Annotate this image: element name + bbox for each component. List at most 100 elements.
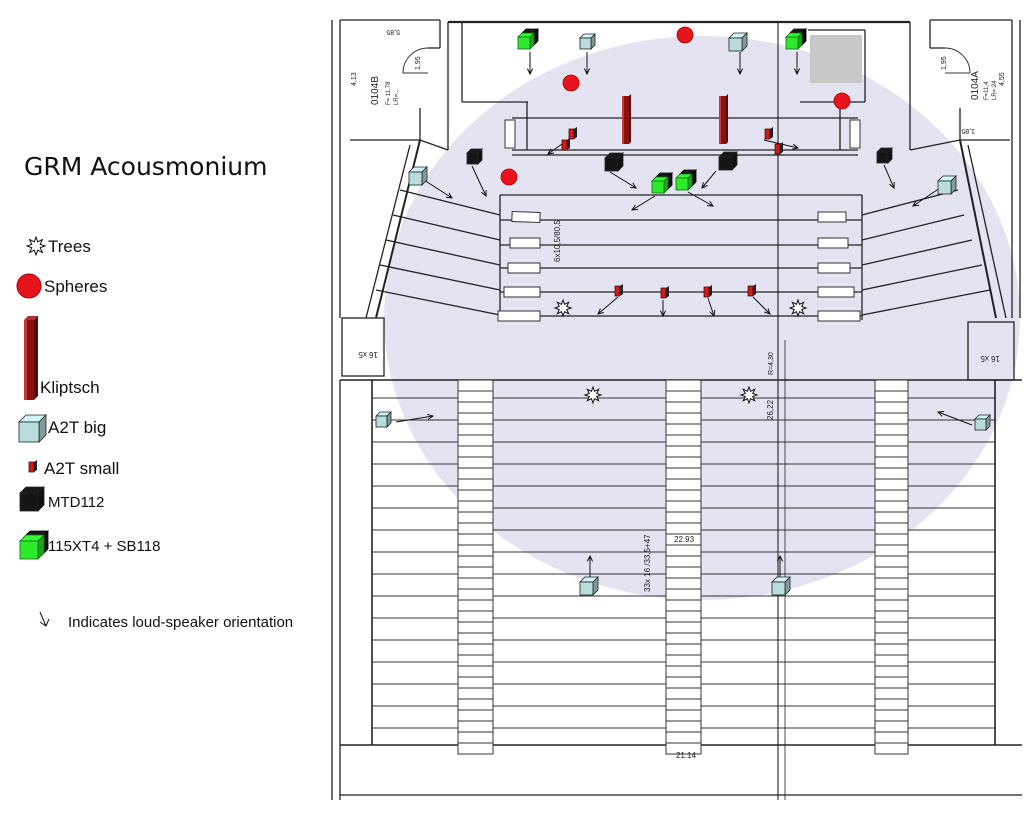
stair-step	[665, 401, 702, 414]
mtd112-legend-icon	[19, 486, 45, 512]
a2t-big-speaker	[375, 411, 392, 428]
stage-equipment-block	[810, 35, 862, 83]
orientation-arrow	[912, 187, 941, 207]
stair-step	[665, 610, 702, 623]
a2t-small-speaker	[747, 284, 756, 297]
xt4-speaker	[785, 28, 807, 50]
legend-orientation-label: Indicates loud-speaker orientation	[68, 614, 294, 631]
orientation-arrow	[583, 52, 591, 76]
xt4-speaker	[517, 28, 539, 50]
a2t-small-speaker	[774, 142, 783, 155]
stair-step	[665, 588, 702, 601]
stair-step	[665, 423, 702, 436]
door-arcs	[402, 47, 971, 74]
room-label-left: 0104B	[370, 76, 381, 105]
stair-step	[874, 654, 909, 667]
xt4-speaker	[651, 172, 673, 194]
stair-step	[457, 522, 494, 535]
stair-step	[457, 720, 494, 733]
legend-a2t-big-label: A2T big	[48, 418, 107, 437]
legend-xt4-label: 115XT4 + SB118	[48, 538, 161, 555]
stair-step	[874, 511, 909, 524]
a2t-small-speaker	[660, 286, 669, 299]
room-sub-right: F=11,4	[984, 81, 990, 100]
stair-step	[665, 709, 702, 722]
stair-step	[665, 434, 702, 447]
stair-step	[874, 412, 909, 425]
aisle-stairs	[457, 379, 909, 755]
stair-step	[874, 709, 909, 722]
a2t-big-speaker	[771, 576, 791, 596]
stair-step	[874, 665, 909, 678]
stair-step	[457, 577, 494, 590]
plan-labels: 0104B F= 11,78 LR=... 0104A F=11,4 LR=.2…	[351, 28, 1006, 760]
dim-center-top: R=4,30	[768, 352, 775, 375]
sphere-speaker	[500, 168, 518, 186]
stair-step	[457, 676, 494, 689]
a2t-small-speaker	[764, 127, 773, 140]
stair-step	[874, 533, 909, 546]
orientation-arrow	[776, 554, 784, 578]
a2t-big-speaker	[579, 33, 596, 50]
room-sub2-left: LR=...	[394, 88, 400, 105]
stair-step	[665, 566, 702, 579]
stair-step	[665, 412, 702, 425]
stair-step	[665, 665, 702, 678]
orientation-arrow	[609, 171, 637, 189]
stair-step	[874, 599, 909, 612]
legend-kliptsch-label: Kliptsch	[40, 378, 100, 397]
a2t-big-speaker	[728, 32, 748, 52]
dim-top-right: 1,85	[961, 127, 975, 134]
a2t-big-speaker	[579, 576, 599, 596]
orientation-arrow	[471, 165, 487, 198]
stair-step	[874, 610, 909, 623]
stair-step	[665, 698, 702, 711]
dim-aisle: 22.93	[674, 535, 695, 544]
stair-step	[874, 456, 909, 469]
mtd112-speaker	[876, 147, 893, 164]
stair-step	[665, 555, 702, 568]
stair-step	[457, 544, 494, 557]
stair-step	[457, 467, 494, 480]
stair-step	[874, 577, 909, 590]
xt4-legend-icon	[19, 530, 49, 560]
orientation-arrow	[597, 296, 619, 315]
stair-step	[874, 698, 909, 711]
stair-step	[665, 467, 702, 480]
stair-step	[457, 412, 494, 425]
stair-step	[457, 401, 494, 414]
dim-side-right: 16 x5	[980, 354, 1000, 363]
stair-step	[457, 555, 494, 568]
dim-left-wall: 4,13	[351, 72, 358, 86]
listening-zone-halo	[384, 36, 1020, 600]
orientation-arrow	[736, 52, 744, 76]
tree-speaker	[739, 385, 759, 405]
a2t-small-speaker	[703, 285, 712, 298]
stair-step	[665, 632, 702, 645]
speakers	[375, 26, 991, 596]
stair-step	[665, 676, 702, 689]
stair-step	[457, 709, 494, 722]
stair-step	[457, 533, 494, 546]
orientation-arrow	[687, 191, 715, 207]
stair-step	[874, 434, 909, 447]
stair-step	[665, 577, 702, 590]
stair-step	[457, 643, 494, 656]
stair-step	[457, 654, 494, 667]
dim-lower-rows: 33x 16 /33,5+47	[643, 534, 652, 592]
stair-step	[874, 643, 909, 656]
kliptsch-speaker	[719, 94, 728, 144]
orientation-arrow	[883, 164, 895, 190]
orientation-arrow	[659, 300, 667, 318]
stair-step	[874, 467, 909, 480]
stair-step	[665, 731, 702, 744]
stair-step	[874, 423, 909, 436]
dim-left-small: 1,95	[415, 56, 422, 70]
sphere-legend-icon	[16, 273, 42, 299]
stair-step	[874, 632, 909, 645]
a2t-small-speaker	[568, 127, 577, 140]
a2t-big-speaker	[937, 175, 957, 195]
orientation-arrow	[707, 297, 716, 318]
stair-step	[874, 555, 909, 568]
